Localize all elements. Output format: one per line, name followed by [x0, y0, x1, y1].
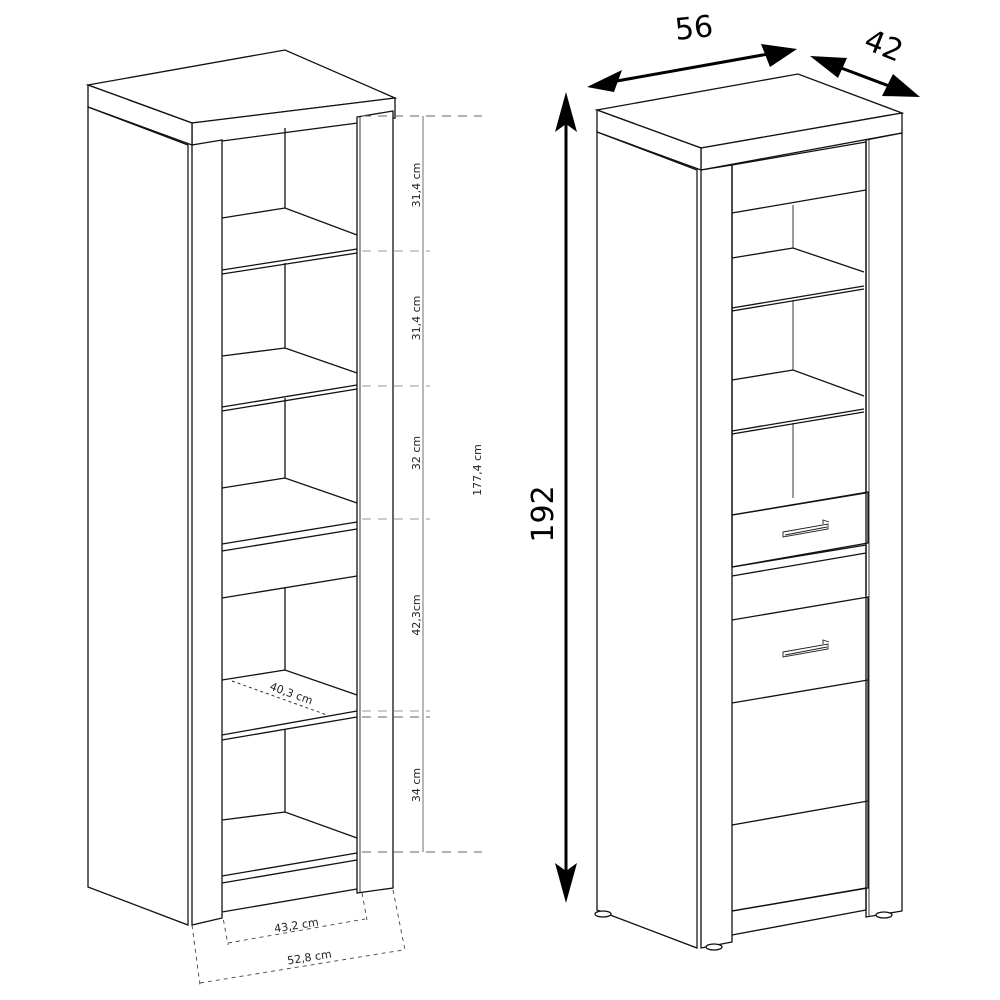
arrowhead-icon	[761, 44, 797, 67]
dim-height: 192	[526, 485, 561, 542]
arrowhead-icon	[587, 70, 622, 92]
width-arrow	[599, 49, 786, 86]
drawer-front	[731, 491, 869, 568]
right-cabinet	[594, 73, 905, 951]
dim-shelf-4: 42,3cm	[410, 594, 423, 635]
dim-inner-width: 43,2 cm	[273, 916, 319, 936]
right-dimensions: 56 42 192	[526, 9, 920, 903]
dim-outer-width: 52,8 cm	[286, 948, 332, 968]
dim-depth: 42	[859, 23, 908, 70]
glass-door	[731, 141, 867, 516]
arrowhead-icon	[555, 863, 577, 903]
lower-door	[731, 596, 869, 912]
left-front-stile	[191, 139, 223, 926]
door-handle-icon	[782, 639, 830, 658]
left-dimensions: 31,4 cm 31,4 cm 32 cm 42,3cm 34 cm 177,4…	[191, 115, 484, 986]
dim-shelf-1: 31,4 cm	[410, 163, 423, 208]
dim-shelf-5: 34 cm	[410, 768, 423, 802]
arrowhead-icon	[555, 92, 577, 132]
left-cabinet	[85, 49, 398, 926]
dim-shelf-3: 32 cm	[410, 436, 423, 470]
right-front-stile	[356, 110, 394, 894]
arrowhead-icon	[810, 56, 847, 78]
dim-shelf-depth: 40,3 cm	[268, 680, 315, 708]
foot	[875, 911, 893, 919]
left-side-panel	[87, 106, 189, 926]
dim-width: 56	[673, 9, 715, 48]
dim-total-inner-height: 177,4 cm	[471, 444, 484, 496]
drawer-handle-icon	[782, 519, 830, 538]
dim-shelf-2: 31,4 cm	[410, 296, 423, 341]
arrowhead-icon	[882, 74, 920, 97]
right-side-panel	[596, 131, 698, 949]
foot	[705, 943, 723, 951]
foot	[594, 910, 612, 918]
